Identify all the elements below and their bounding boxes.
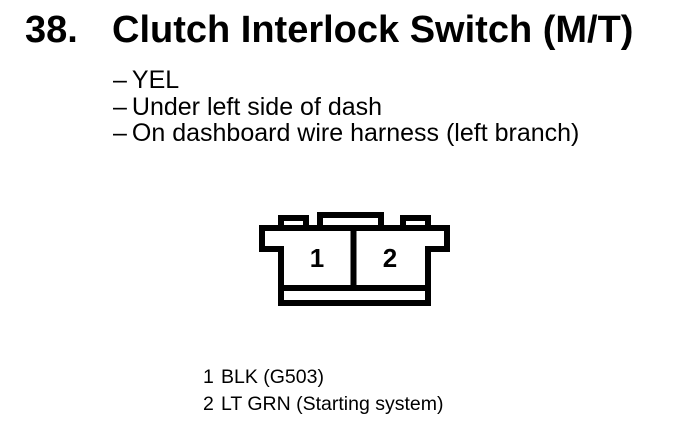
bullet-dash: – (113, 92, 127, 121)
cavity-2-number: 2 (383, 243, 397, 273)
bullet-dash: – (113, 66, 127, 94)
legend-pin-label: BLK (G503) (221, 366, 324, 388)
connector-diagram: 1 2 (259, 212, 450, 306)
page-title: Clutch Interlock Switch (M/T) (112, 9, 634, 51)
legend-pin-label: LT GRN (Starting system) (221, 393, 444, 415)
legend-pin-number: 1 (203, 366, 214, 388)
pin-legend: 1 BLK (G503) 2 LT GRN (Starting system) (203, 364, 444, 418)
detail-item: – On dashboard wire harness (left branch… (113, 120, 579, 147)
legend-item: 1 BLK (G503) (203, 364, 444, 391)
detail-item: – Under left side of dash (113, 92, 579, 121)
legend-pin-number: 2 (203, 393, 214, 415)
detail-text: On dashboard wire harness (left branch) (131, 119, 580, 147)
bullet-dash: – (113, 119, 127, 147)
detail-text: YEL (131, 66, 180, 94)
detail-text: Under left side of dash (131, 92, 383, 121)
detail-list: – YEL – Under left side of dash – On das… (113, 67, 579, 147)
legend-item: 2 LT GRN (Starting system) (203, 391, 444, 418)
section-number: 38. (25, 9, 78, 51)
cavity-1-number: 1 (310, 243, 324, 273)
detail-item: – YEL (113, 67, 579, 94)
